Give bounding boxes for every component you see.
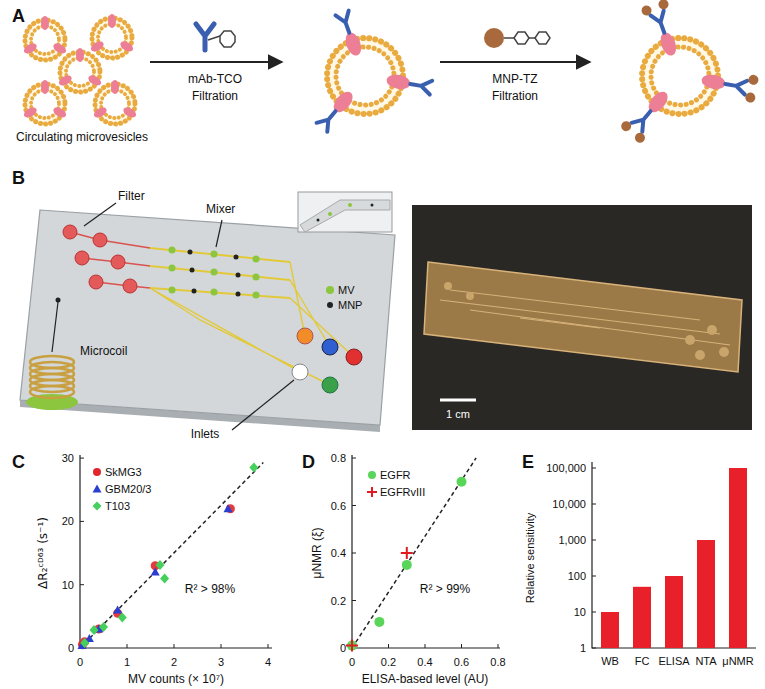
axis-title: MV counts (× 10⁷): [128, 673, 224, 687]
axis-title: μNMR (ξ): [311, 528, 325, 579]
labeled-vesicle: [317, 11, 433, 132]
tick-label: 10,000: [552, 498, 586, 511]
sample-label: Circulating microvesicles: [16, 131, 148, 145]
part-label: Filter: [118, 190, 145, 204]
category-label: NTA: [695, 655, 716, 668]
tick-label: 1: [124, 656, 130, 669]
tick-label: 20: [62, 515, 74, 528]
tick-label: 10: [62, 578, 74, 591]
tick-label: 1: [580, 642, 586, 655]
chart-d: [346, 455, 500, 652]
legend-marker: [327, 302, 333, 308]
tick-label: 0.2: [331, 594, 346, 607]
mixer-inset: [298, 192, 392, 232]
tick-label: 1,000: [558, 534, 586, 547]
reaction-arrow: [440, 61, 590, 63]
category-label: WB: [601, 655, 619, 668]
chip-photo: [412, 205, 752, 430]
tick-label: 0.6: [331, 499, 346, 512]
tick-label: 0.2: [381, 656, 396, 669]
legend-label: T103: [105, 500, 130, 513]
tick-label: 100,000: [546, 462, 586, 475]
tick-label: 0: [77, 656, 83, 669]
axis-title: ELISA-based level (AU): [362, 673, 489, 687]
legend-marker: [93, 485, 102, 493]
step-label: Filtration: [192, 90, 238, 104]
legend-label: MV: [338, 284, 355, 297]
tick-label: 0: [340, 642, 346, 655]
axis-title: Relative sensitivity: [524, 513, 537, 603]
panel-letter: E: [522, 452, 534, 473]
legend-label: GBM20/3: [105, 483, 151, 496]
legend-marker: [93, 502, 102, 511]
tick-label: 2: [171, 656, 177, 669]
tick-label: 100: [568, 570, 586, 583]
panel-letter: B: [12, 168, 25, 189]
category-label: ELISA: [658, 655, 689, 668]
reagent-label: mAb-TCO: [188, 73, 242, 87]
tick-label: 0.8: [331, 452, 346, 465]
legend-label: MNP: [338, 299, 362, 312]
scale-label: 1 cm: [446, 408, 470, 421]
tick-label: 0.6: [454, 656, 469, 669]
part-label: Mixer: [206, 203, 235, 217]
legend-label: EGFRvIII: [380, 486, 425, 499]
legend-marker: [93, 468, 101, 476]
axis-title: ΔR₂ᶜᴰ⁶³ (s⁻¹): [37, 517, 51, 589]
tick-label: 10: [574, 606, 586, 619]
legend-label: EGFR: [380, 469, 411, 482]
panel-letter: A: [12, 6, 25, 27]
tick-label: 0.4: [331, 547, 346, 560]
vesicle-cluster: [22, 14, 138, 124]
reagent-label: MNP-TZ: [492, 73, 537, 87]
legend-marker: [367, 487, 377, 497]
mnp-icon: [484, 28, 550, 48]
tick-label: 0.4: [417, 656, 432, 669]
chart-c: [78, 455, 273, 649]
fit-label: R² > 99%: [420, 583, 470, 597]
panel-letter: D: [302, 452, 315, 473]
antibody-icon: [196, 24, 235, 50]
reaction-arrow: [150, 61, 282, 63]
microcoil-symbol: [26, 356, 78, 410]
chip-schematic: [20, 192, 395, 432]
magnetic-vesicle: [619, 0, 759, 145]
part-label: Inlets: [191, 428, 220, 442]
fit-label: R² > 98%: [185, 583, 235, 597]
category-label: μNMR: [722, 655, 753, 668]
tick-label: 30: [62, 452, 74, 465]
legend-marker: [368, 471, 376, 479]
tick-label: 0: [349, 656, 355, 669]
scale-bar: [440, 399, 476, 402]
part-label: Microcoil: [80, 345, 127, 359]
legend-marker: [326, 286, 334, 294]
tick-label: 0.8: [490, 656, 505, 669]
chart-e: [592, 462, 756, 648]
tick-label: 4: [265, 656, 271, 669]
tick-label: 3: [218, 656, 224, 669]
legend-label: SkMG3: [105, 466, 142, 479]
panel-letter: C: [12, 452, 25, 473]
tick-label: 0: [68, 642, 74, 655]
category-label: FC: [635, 655, 650, 668]
step-label: Filtration: [492, 90, 538, 104]
